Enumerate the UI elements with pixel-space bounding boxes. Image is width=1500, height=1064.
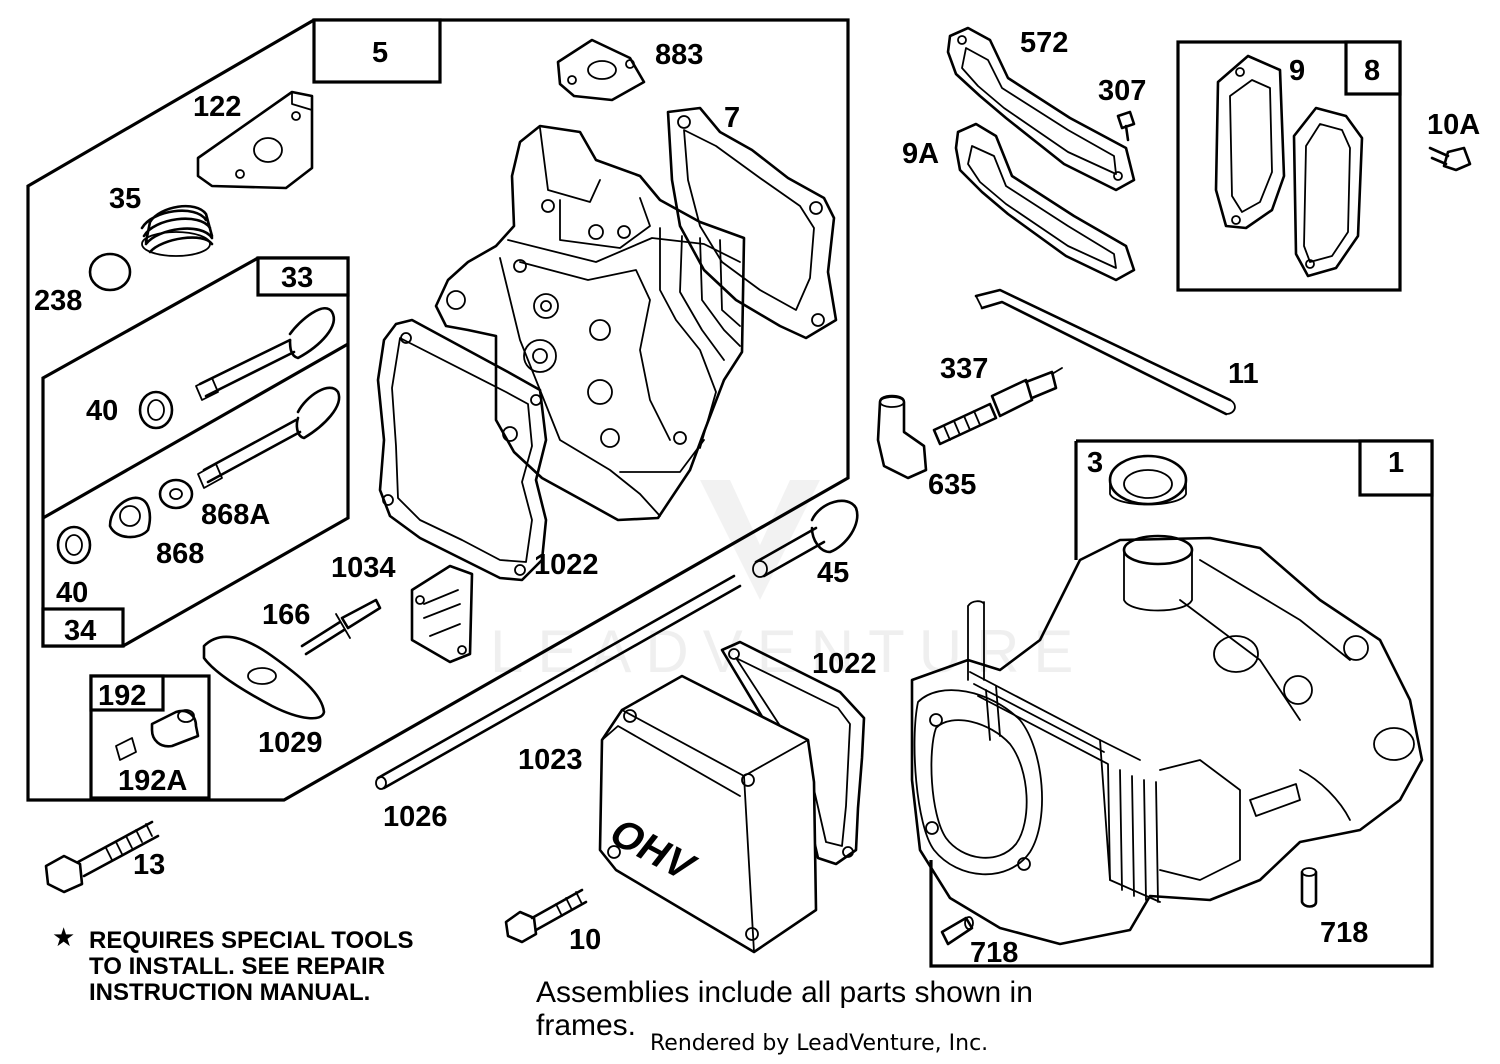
callout-labels: 5 883 7 122 35 238 33 40 868A 868 40 34 … (34, 27, 1480, 969)
part-40-retainer-upper (138, 390, 174, 430)
part-122-bracket (196, 90, 314, 190)
frame-33-34-valve-frame (41, 256, 350, 648)
callout-635: 635 (928, 469, 976, 501)
part-8-cover (1292, 106, 1364, 278)
callout-307: 307 (1098, 75, 1146, 107)
note-line-2: TO INSTALL. SEE REPAIR (89, 953, 385, 980)
part-1026-push-rod (375, 574, 742, 790)
part-1022-rocker-gasket (376, 318, 548, 582)
star-icon: ★ (52, 922, 75, 952)
callout-868A: 868A (201, 499, 270, 531)
part-868-valve-seal (108, 496, 152, 539)
callout-11: 11 (1228, 358, 1259, 390)
callout-192: 192 (98, 680, 146, 712)
callout-718-right: 718 (1320, 917, 1368, 949)
note-line-1: REQUIRES SPECIAL TOOLS (89, 927, 414, 954)
part-883-gasket (556, 38, 646, 102)
part-572-gasket (946, 26, 1136, 192)
callout-122: 122 (193, 91, 241, 123)
callout-1026: 1026 (383, 801, 448, 833)
part-166-stud (300, 598, 382, 656)
callout-1022-lower: 1022 (812, 648, 877, 680)
part-cylinder-head (434, 124, 746, 522)
part-718-dowel-right (1300, 867, 1318, 908)
callout-718-left: 718 (970, 937, 1018, 969)
callout-868: 868 (156, 538, 204, 570)
callout-166: 166 (262, 599, 310, 631)
callout-192A: 192A (118, 765, 187, 797)
part-337-spark-plug (932, 367, 1063, 446)
part-307-screw (1116, 110, 1136, 142)
callout-5: 5 (372, 37, 388, 69)
footer-line-2: frames. (536, 1009, 636, 1042)
frame-9-8 (1176, 40, 1402, 292)
callout-883: 883 (655, 39, 703, 71)
part-1023-valve-cover: OHV (598, 674, 818, 954)
part-3-oil-seal (1108, 454, 1188, 506)
callout-572: 572 (1020, 27, 1068, 59)
part-35-valve-spring (140, 204, 214, 257)
callout-337: 337 (940, 353, 988, 385)
part-10A-bolt (1428, 146, 1472, 172)
callout-3: 3 (1087, 447, 1103, 479)
special-tools-note: ★ REQUIRES SPECIAL TOOLS TO INSTALL. SEE… (52, 922, 414, 1006)
callout-33: 33 (281, 262, 313, 294)
footer-line-1: Assemblies include all parts shown in (536, 976, 1033, 1009)
callout-35: 35 (109, 183, 141, 215)
part-7-head-gasket (666, 106, 838, 340)
part-9A-gasket (954, 122, 1136, 282)
callout-8: 8 (1364, 55, 1380, 87)
callout-1029: 1029 (258, 727, 323, 759)
callout-45: 45 (817, 557, 849, 589)
watermark-text: LEADVENTURE (490, 618, 1087, 685)
callout-9A: 9A (902, 138, 939, 170)
rendered-by-credit: Rendered by LeadVenture, Inc. (650, 1031, 988, 1056)
callout-9: 9 (1289, 55, 1305, 87)
callout-13: 13 (133, 849, 165, 881)
assemblies-footer-note: Assemblies include all parts shown in fr… (536, 976, 1033, 1056)
part-11-breather-tube (974, 288, 1236, 416)
part-valve-upper (195, 307, 335, 401)
callout-10A: 10A (1427, 109, 1480, 141)
part-718-dowel-left (940, 916, 974, 946)
callout-34: 34 (64, 615, 96, 647)
part-40-retainer-lower (56, 525, 92, 565)
callout-40-upper: 40 (86, 395, 118, 427)
frame-192 (89, 674, 211, 800)
callout-1034: 1034 (331, 552, 396, 584)
part-635-spark-boot (876, 394, 928, 480)
callout-40-lower: 40 (56, 577, 88, 609)
part-valve-lower (197, 386, 341, 489)
part-10-bolt (504, 888, 588, 944)
frame-5-cylinder-head-assembly (26, 18, 850, 802)
part-1034-plate (410, 564, 474, 664)
callout-1023: 1023 (518, 744, 583, 776)
note-line-3: INSTRUCTION MANUAL. (89, 979, 370, 1006)
callout-1022-upper: 1022 (534, 549, 599, 581)
callout-7: 7 (724, 102, 740, 134)
callout-238: 238 (34, 285, 82, 317)
part-868A-washer (158, 478, 194, 510)
part-1029-rocker-arm (202, 635, 326, 720)
part-238-cap (88, 252, 132, 292)
part-9-gasket (1214, 54, 1286, 230)
part-45-pin (752, 499, 859, 578)
callout-10: 10 (569, 924, 601, 956)
part-192-pivot (115, 709, 200, 761)
callout-1: 1 (1388, 447, 1404, 479)
part-13-bolt (44, 820, 160, 894)
part-engine-block (910, 534, 1424, 946)
frame-1-short-block (929, 439, 1434, 968)
